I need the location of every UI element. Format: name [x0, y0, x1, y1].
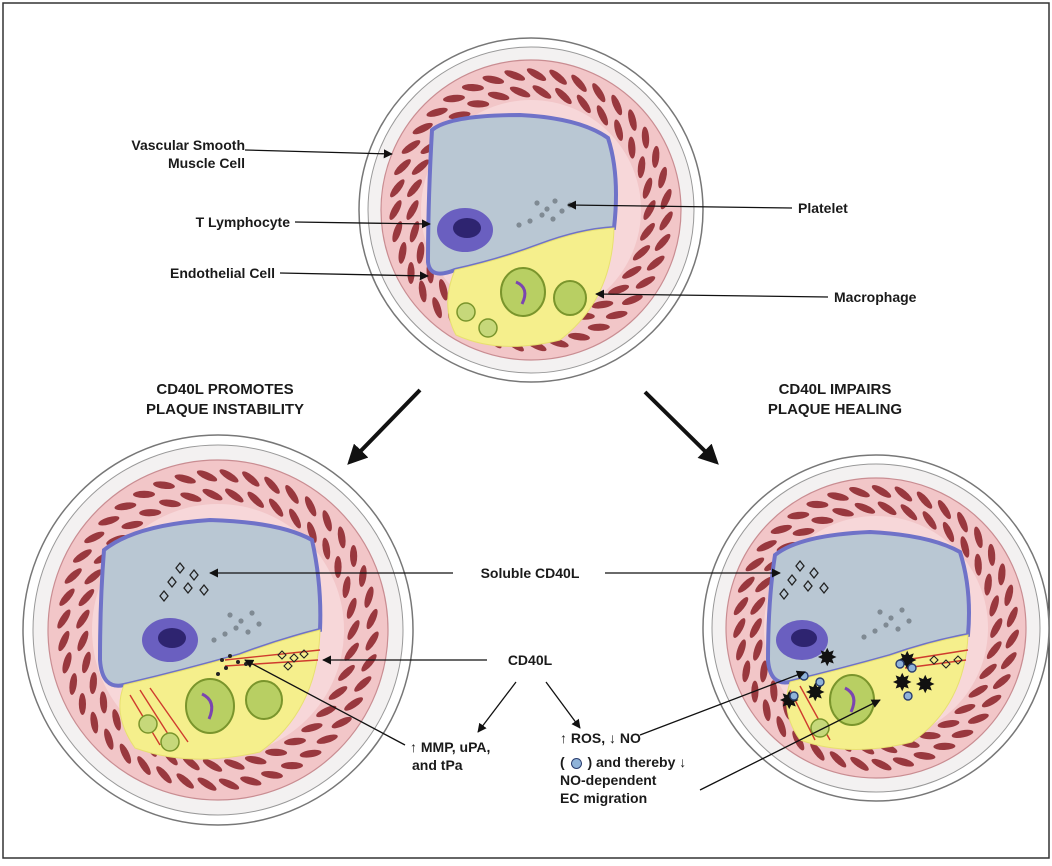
effect-left-line1: ↑ MMP, uPA, — [410, 738, 490, 756]
heading-plaque-healing: CD40L IMPAIRS PLAQUE HEALING — [730, 380, 940, 420]
label-soluble-cd40l: Soluble CD40L — [455, 564, 605, 582]
no-circle-icon — [571, 758, 582, 769]
vessel-cross-section-healing: ✸✸✸ ✸✸✸ — [703, 455, 1049, 801]
heading-plaque-instability: CD40L PROMOTES PLAQUE INSTABILITY — [120, 380, 330, 420]
label-vsmc-line2: Muscle Cell — [50, 154, 245, 172]
vessel-cross-section-instability — [23, 435, 413, 825]
svg-text:✸: ✸ — [915, 672, 935, 697]
vessel-cross-section-normal — [359, 38, 703, 382]
paren-close-text: ) and thereby ↓ — [587, 754, 686, 770]
effect-ros-no: ↑ ROS, ↓ NO ( ) and thereby ↓ NO-depende… — [560, 729, 686, 807]
label-cd40l: CD40L — [490, 651, 570, 669]
heading-right-line1: CD40L IMPAIRS — [730, 380, 940, 400]
paren-open: ( — [560, 754, 565, 770]
effect-mmp-upa-tpa: ↑ MMP, uPA, and tPa — [410, 738, 490, 774]
label-macrophage: Macrophage — [834, 288, 916, 306]
svg-text:✸: ✸ — [892, 670, 912, 695]
label-vascular-smooth-muscle-cell: Vascular Smooth Muscle Cell — [50, 136, 245, 172]
label-vsmc-line1: Vascular Smooth — [50, 136, 245, 154]
label-endothelial-cell: Endothelial Cell — [80, 264, 275, 282]
heading-left-line2: PLAQUE INSTABILITY — [120, 400, 330, 420]
heading-left-line1: CD40L PROMOTES — [120, 380, 330, 400]
effect-right-line4: EC migration — [560, 789, 686, 807]
svg-text:✸: ✸ — [817, 645, 837, 670]
effect-left-line2: and tPa — [410, 756, 490, 774]
effect-right-line2: ( ) and thereby ↓ — [560, 753, 686, 771]
effect-right-line1: ↑ ROS, ↓ NO — [560, 729, 686, 747]
label-t-lymphocyte: T Lymphocyte — [100, 213, 290, 231]
heading-right-line2: PLAQUE HEALING — [730, 400, 940, 420]
label-platelet: Platelet — [798, 199, 848, 217]
effect-right-line3: NO-dependent — [560, 771, 686, 789]
